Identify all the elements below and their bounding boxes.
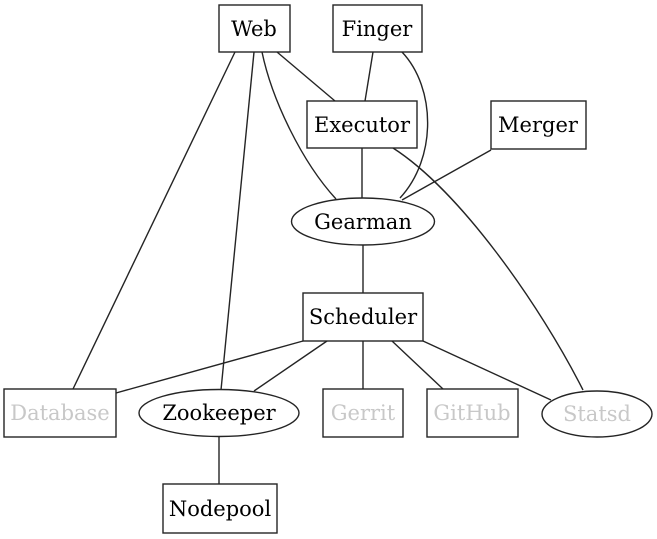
database-label: Database	[10, 401, 109, 425]
edge-web-database	[72, 51, 236, 390]
edge-scheduler-github	[391, 340, 444, 390]
gearman-label: Gearman	[314, 210, 412, 234]
zookeeper-ellipse	[138, 388, 300, 438]
edge-scheduler-statsd	[422, 340, 552, 401]
edge-merger-gearman	[401, 149, 492, 201]
node-gearman: Gearman	[290, 197, 436, 246]
gerrit-label: Gerrit	[331, 401, 396, 425]
node-executor: Executor	[306, 100, 418, 149]
node-statsd: Statsd	[541, 390, 653, 438]
github-box	[426, 388, 519, 438]
scheduler-label: Scheduler	[309, 305, 418, 329]
gearman-ellipse	[290, 197, 436, 246]
finger-box	[332, 4, 423, 53]
edge-finger-executor	[364, 51, 374, 102]
edge-executor-statsd	[392, 147, 584, 391]
node-zookeeper: Zookeeper	[138, 388, 300, 438]
web-box	[218, 4, 291, 53]
scheduler-box	[302, 292, 424, 342]
statsd-label: Statsd	[563, 402, 631, 426]
edge-web-gearman	[261, 51, 337, 200]
node-database: Database	[3, 388, 117, 438]
executor-label: Executor	[314, 113, 411, 137]
edge-layer	[72, 51, 584, 484]
node-gerrit: Gerrit	[322, 388, 404, 438]
gerrit-box	[322, 388, 404, 438]
edge-web-executor	[276, 51, 336, 102]
nodepool-label: Nodepool	[169, 497, 272, 521]
nodepool-box	[162, 483, 278, 534]
database-box	[3, 388, 117, 438]
web-label: Web	[231, 17, 277, 41]
node-web: Web	[218, 4, 291, 53]
statsd-ellipse	[541, 390, 653, 438]
node-scheduler: Scheduler	[302, 292, 424, 342]
edge-scheduler-zookeeper	[253, 340, 328, 392]
node-layer: Web Finger Executor Merger Gearman Sched	[3, 4, 653, 534]
edge-finger-gearman	[399, 51, 429, 199]
merger-label: Merger	[498, 113, 579, 137]
edge-web-zookeeper	[220, 51, 255, 391]
finger-label: Finger	[342, 17, 414, 41]
node-github: GitHub	[426, 388, 519, 438]
node-merger: Merger	[490, 100, 587, 150]
zookeeper-label: Zookeeper	[162, 401, 276, 425]
node-finger: Finger	[332, 4, 423, 53]
executor-box	[306, 100, 418, 149]
merger-box	[490, 100, 587, 150]
edge-scheduler-database	[115, 340, 304, 394]
github-label: GitHub	[433, 401, 510, 425]
node-nodepool: Nodepool	[162, 483, 278, 534]
